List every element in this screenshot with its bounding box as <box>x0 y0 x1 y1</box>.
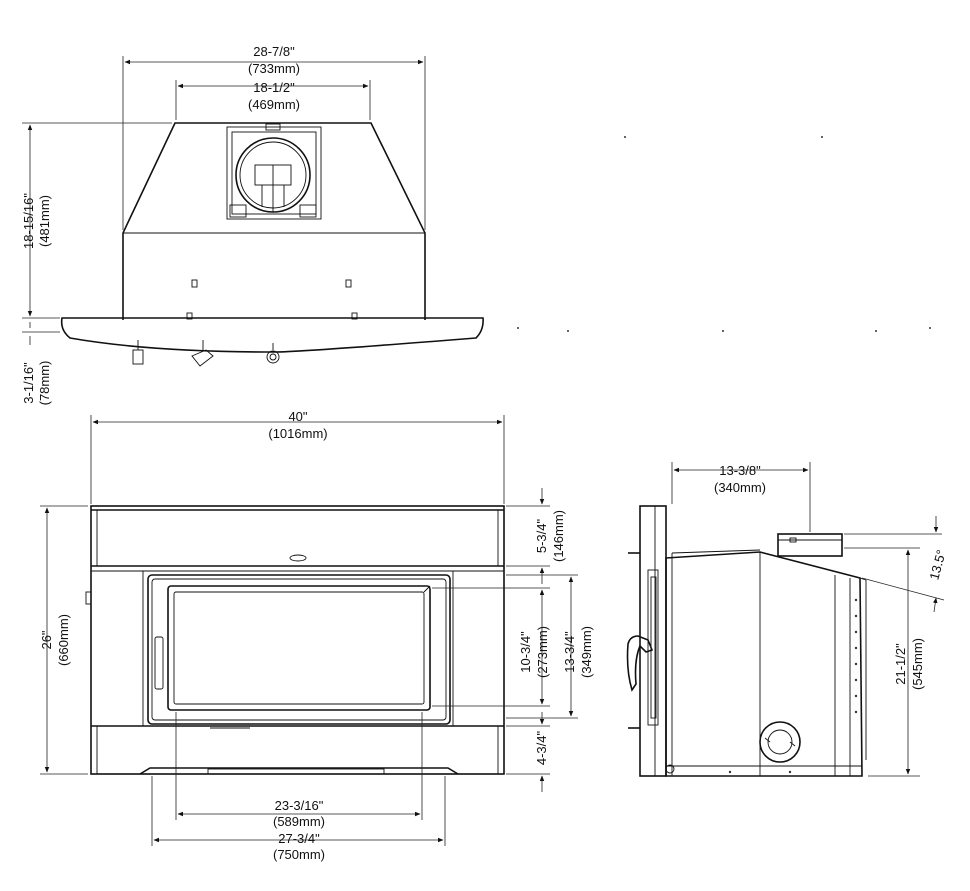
top-view: 28-7/8" (733mm) 18-1/2" (469mm) 18-15/16… <box>21 44 484 405</box>
faceplate-top <box>60 317 484 353</box>
side-handle <box>626 635 654 692</box>
dim-glass-width: 23-3/16" (589mm) <box>175 712 423 829</box>
side-body <box>665 551 863 777</box>
dim-label: 3-1/16" <box>21 362 36 404</box>
glass-panel <box>167 585 431 711</box>
dim-label: (660mm) <box>56 614 71 666</box>
dim-overall-width-top: 28-7/8" (733mm) <box>122 44 426 230</box>
dim-right-stack <box>432 488 578 792</box>
dim-side-depth: 13-3/8" (340mm) <box>671 462 811 532</box>
dim-label: 13-3/4" <box>562 631 577 673</box>
control-knob-round <box>266 343 280 364</box>
fastener-dots <box>728 598 858 774</box>
control-lever <box>191 340 214 367</box>
dim-side-height: 21-1/2" (545mm) <box>844 547 925 777</box>
door-frame <box>147 574 451 725</box>
top-view-body <box>122 122 426 320</box>
logo-emblem <box>289 554 307 562</box>
dim-label: 40" <box>288 409 307 424</box>
dim-label: 13.5° <box>926 548 948 581</box>
dim-label: (469mm) <box>248 97 300 112</box>
dim-label: 10-3/4" <box>518 631 533 673</box>
dim-label: (481mm) <box>37 195 52 247</box>
dim-label: 27-3/4" <box>278 831 320 846</box>
clip-left <box>186 312 193 320</box>
dim-label: 26" <box>39 630 54 649</box>
dim-collar-width: 18-1/2" (469mm) <box>175 80 371 120</box>
dim-label: 4-3/4" <box>534 730 549 765</box>
dim-label: (349mm) <box>579 626 594 678</box>
dim-label: 5-3/4" <box>534 518 549 553</box>
dim-label: 23-3/16" <box>275 798 324 813</box>
clip-right <box>351 312 358 320</box>
dim-faceplate-depth: 3-1/16" (78mm) <box>21 322 60 405</box>
dim-label: 13-3/8" <box>719 463 761 478</box>
flue-collar <box>226 123 322 220</box>
side-collar <box>777 533 843 557</box>
dim-overall-height-front: 26" (660mm) <box>39 505 88 775</box>
dim-overall-width-front: 40" (1016mm) <box>90 409 505 504</box>
dim-label: (589mm) <box>273 814 325 829</box>
dim-label: (750mm) <box>273 847 325 862</box>
dim-label: 18-1/2" <box>253 80 295 95</box>
dim-label: (146mm) <box>551 510 566 562</box>
dim-label: 21-1/2" <box>893 643 908 685</box>
side-tab <box>85 591 92 605</box>
door-handle <box>154 636 164 690</box>
dim-label: (545mm) <box>910 638 925 690</box>
side-faceplate <box>639 505 667 777</box>
bracket-tab-left <box>191 279 198 288</box>
dim-label: (273mm) <box>535 626 550 678</box>
dim-label: (340mm) <box>714 480 766 495</box>
side-view: 13-3/8" (340mm) 21-1/2" (545mm) 13.5° <box>626 462 949 777</box>
dim-label: 28-7/8" <box>253 44 295 59</box>
ash-lip <box>139 767 459 775</box>
bracket-tab-right <box>345 279 352 288</box>
dim-label: 18-15/16" <box>21 193 36 249</box>
stray-dots <box>517 136 931 332</box>
air-intake <box>759 721 801 763</box>
dim-label: (78mm) <box>37 361 52 406</box>
front-view: 40" (1016mm) 26" (660mm) <box>39 409 594 862</box>
front-outer-frame <box>90 505 505 775</box>
control-knob-left <box>132 340 144 365</box>
dim-label: (733mm) <box>248 61 300 76</box>
dim-door-width: 27-3/4" (750mm) <box>151 776 446 862</box>
dim-label: (1016mm) <box>268 426 327 441</box>
dim-depth-top: 18-15/16" (481mm) <box>21 122 172 319</box>
